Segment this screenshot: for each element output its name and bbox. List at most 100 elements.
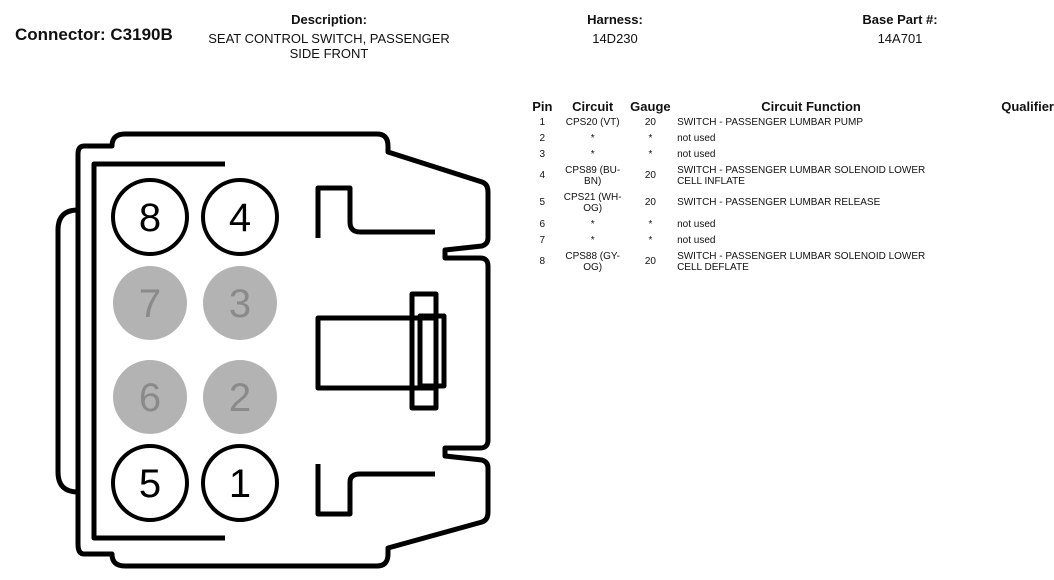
- cell-qualifier: [949, 248, 1054, 275]
- harness-value: 14D230: [592, 31, 638, 46]
- pin-table-body: 1 CPS20 (VT) 20 SWITCH - PASSENGER LUMBAR P…: [527, 114, 1054, 275]
- cell-pin-line: 8: [539, 256, 546, 267]
- cell-circuit: CPS20 (VT): [558, 114, 628, 130]
- cell-pin-line: 3: [539, 148, 546, 160]
- cell-gauge-line: 20: [644, 256, 656, 267]
- cell-pin: 4: [527, 162, 558, 189]
- pin-cavity: [203, 360, 277, 434]
- pin-cavity: [113, 266, 187, 340]
- cell-gauge-line: *: [648, 132, 653, 144]
- cell-function-line: SWITCH - PASSENGER LUMBAR SOLENOID LOWER: [677, 250, 926, 262]
- pin-number: 4: [229, 196, 251, 240]
- cell-circuit-line: *: [590, 234, 595, 246]
- cell-circuit-line: OG): [583, 202, 603, 214]
- cell-pin-line: 5: [539, 197, 546, 208]
- cell-circuit-line: *: [590, 132, 595, 144]
- cell-pin: 7: [527, 232, 558, 248]
- cell-pin-line: 1: [539, 116, 546, 128]
- pin-number: 3: [229, 282, 251, 326]
- cell-gauge-line: 20: [644, 116, 656, 128]
- cell-gauge-line: 20: [644, 197, 656, 208]
- cell-pin-line: 2: [539, 132, 546, 144]
- cell-circuit-line: BN): [584, 175, 602, 187]
- cell-gauge: *: [628, 146, 673, 162]
- cell-pin: 1: [527, 114, 558, 130]
- table-row: 2 * * not used: [527, 130, 1054, 146]
- cell-function: not used: [673, 232, 949, 248]
- cell-function: SWITCH - PASSENGER LUMBAR PUMP: [673, 114, 949, 130]
- cell-circuit: CPS88 (GY-OG): [558, 248, 628, 275]
- table-row: 1 CPS20 (VT) 20 SWITCH - PASSENGER LUMBAR P…: [527, 114, 1054, 130]
- cell-gauge: 20: [628, 162, 673, 189]
- description-block: Description: SEAT CONTROL SWITCH, PASSEN…: [198, 12, 460, 61]
- cell-function-line: not used: [677, 132, 716, 144]
- cell-pin: 5: [527, 189, 558, 216]
- cell-gauge: 20: [628, 189, 673, 216]
- cell-function-line: not used: [677, 148, 716, 160]
- cell-function-line: CELL DEFLATE: [677, 261, 749, 273]
- table-row: 7 * * not used: [527, 232, 1054, 248]
- description-line-2: SIDE FRONT: [289, 46, 369, 61]
- cell-gauge-line: *: [648, 218, 653, 230]
- cell-qualifier: [949, 162, 1054, 189]
- cell-function: SWITCH - PASSENGER LUMBAR SOLENOID LOWER…: [673, 248, 949, 275]
- description-value: SEAT CONTROL SWITCH, PASSENGER SIDE FRON…: [198, 31, 460, 61]
- cell-function: SWITCH - PASSENGER LUMBAR SOLENOID LOWER…: [673, 162, 949, 189]
- cell-qualifier: [949, 232, 1054, 248]
- cell-function-line: CELL INFLATE: [677, 175, 745, 187]
- cell-gauge: *: [628, 232, 673, 248]
- cell-function-line: SWITCH - PASSENGER LUMBAR RELEASE: [677, 197, 881, 208]
- cell-circuit: CPS89 (BU-BN): [558, 162, 628, 189]
- cell-function-line: SWITCH - PASSENGER LUMBAR SOLENOID LOWER: [677, 164, 926, 176]
- cell-gauge: *: [628, 130, 673, 146]
- col-header-pin: Pin: [532, 99, 553, 114]
- cell-qualifier: [949, 189, 1054, 216]
- pin-cavity: [203, 266, 277, 340]
- cell-circuit-line: CPS20 (VT): [565, 116, 620, 128]
- cell-pin: 6: [527, 216, 558, 232]
- pin-cavity: [201, 444, 279, 522]
- cell-pin: 2: [527, 130, 558, 146]
- cell-pin: 8: [527, 248, 558, 275]
- table-row: 5 CPS21 (WH-OG) 20 SWITCH - PASSENGER LUMBA…: [527, 189, 1054, 216]
- cell-function-line: not used: [677, 218, 716, 230]
- cell-circuit: *: [558, 232, 628, 248]
- table-row: 3 * * not used: [527, 146, 1054, 162]
- pin-number: 1: [229, 462, 251, 506]
- cell-gauge: *: [628, 216, 673, 232]
- pin-table-header: Pin Circuit Gauge Circuit Function Quali…: [527, 97, 1054, 114]
- cell-circuit-line: *: [590, 148, 595, 160]
- cell-qualifier: [949, 114, 1054, 130]
- cell-circuit-line: CPS89 (BU-: [565, 164, 621, 176]
- pin-cavity: [113, 360, 187, 434]
- cell-qualifier: [949, 216, 1054, 232]
- harness-label: Harness:: [587, 12, 643, 27]
- cell-circuit-line: CPS21 (WH-: [563, 191, 622, 203]
- cell-gauge-line: *: [648, 234, 653, 246]
- col-header-gauge: Gauge: [630, 99, 671, 114]
- base-part-block: Base Part #: 14A701: [830, 12, 970, 46]
- cell-function: not used: [673, 130, 949, 146]
- pin-cavity: [111, 178, 189, 256]
- table-row: 8 CPS88 (GY-OG) 20 SWITCH - PASSENGER LUMBA…: [527, 248, 1054, 275]
- cell-pin-line: 4: [539, 170, 546, 181]
- cell-circuit: *: [558, 216, 628, 232]
- cell-function-line: SWITCH - PASSENGER LUMBAR PUMP: [677, 116, 864, 128]
- base-part-value: 14A701: [877, 31, 923, 46]
- cell-circuit-line: OG): [583, 261, 603, 273]
- connector-housing: [55, 131, 491, 569]
- col-header-circuit: Circuit: [572, 99, 614, 114]
- pin-table: Pin Circuit Gauge Circuit Function Quali…: [527, 97, 1054, 275]
- table-row: 6 * * not used: [527, 216, 1054, 232]
- cell-gauge: 20: [628, 114, 673, 130]
- cell-gauge: 20: [628, 248, 673, 275]
- pin-number: 6: [139, 376, 161, 420]
- cell-function-line: not used: [677, 234, 716, 246]
- cell-circuit: *: [558, 130, 628, 146]
- cell-circuit-line: *: [590, 218, 595, 230]
- cell-circuit-line: CPS88 (GY-: [565, 250, 620, 262]
- pin-number: 2: [229, 376, 251, 420]
